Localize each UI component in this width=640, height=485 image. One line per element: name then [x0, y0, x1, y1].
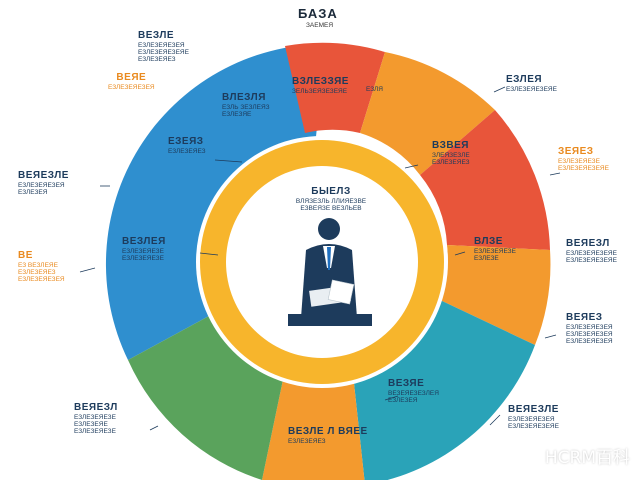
segment-line: ЕЗЛЕЗЕ: [474, 254, 499, 262]
outer-line: ЕЗЛЕЗЕЯЕ: [74, 420, 108, 428]
segment-orange-right: [440, 245, 551, 345]
segment-label-orange-bottom: ВЕЗЛЕ Л ВЯЕЕ ЕЗЛЕЗЕЯЕЗ: [288, 426, 368, 445]
outer-line: ЕЗЛЕЗЕЯЕЗЕЯ: [566, 323, 613, 331]
outer-line: ЕЗЛЕЗЕЯЕЗЕЯ: [18, 181, 65, 189]
outer-line: ЕЗЛЕЗЕЯЕЗЕЯЕ: [566, 256, 617, 264]
outer-line: ЕЗЛЕЗЕЯЕЗЕ: [558, 157, 600, 165]
outer-label-4: ВЕЯЕЗЛ ЕЗЛЕЗЕЯЕЗЕ ЕЗЛЕЗЕЯЕ ЕЗЛЕЗЕЯЕЗЕ: [74, 402, 118, 436]
outer-line: ЕЗЛЕЗЕЯЕЗ: [138, 56, 176, 64]
outer-heading: ЕЗЛЕЯ: [506, 74, 543, 85]
segment-label-red-right: ВЗВЕЯ ЗЛЕЯЗЕЗЛЕ ЕЗЛЕЗЕЯЕЗ: [432, 140, 470, 166]
segment-label-teal: ВЕЗЯЕ ВЕЗЕЯЕЗЕЗЛЕЯ ЕЗЛЕЗЕЯ: [388, 378, 439, 404]
outer-label-7: ВЕЯЕЗЛ ЕЗЛЕЗЕЯЕЗЕЯЕ ЕЗЛЕЗЕЯЕЗЕЯЕ: [566, 238, 617, 264]
outer-line: ЕЗЛЕЗЕЯЕЗЕЯ: [108, 83, 155, 91]
segment-line: ЕЗЛЬ ЗЕЗЛЕЯЗ: [222, 103, 270, 111]
segment-line: ЕЗЛЯ: [366, 86, 384, 93]
page-title: БАЗА: [298, 6, 338, 21]
center-label: БЫЕЛЗ ВЛЯЗЕЗЛЬ ЛЛИЯЕЗВЕ ЕЗВЕЯЗЕ ВЕЗЛЬЕВ: [270, 186, 392, 212]
outer-label-8: ВЕЯЕЗ ЕЗЛЕЗЕЯЕЗЕЯ ЕЗЛЕЗЕЯЕЗЕЯ ЕЗЛЕЗЕЯЕЗЕ…: [566, 312, 613, 346]
watermark: HCRM百科: [544, 448, 630, 468]
segment-line: ЗЕЛЬЗЕЯЗЕЗЕЯЕ: [292, 87, 348, 95]
segment-label-blue: ВЛЕЗЛЯ ЕЗЛЬ ЗЕЗЛЕЯЗ ЕЗЛЕЗЯЕ: [222, 92, 270, 118]
segment-line: ЕЗЛЕЗЕЯЕЗ: [432, 158, 470, 166]
outer-label-6: ЗЕЯЕЗ ЕЗЛЕЗЕЯЕЗЕ ЕЗЛЕЗЕЯЕЗЕЯЕ: [558, 146, 609, 172]
segment-teal: [352, 300, 535, 485]
outer-label-2: ВЕЯЕЗЛЕ ЕЗЛЕЗЕЯЕЗЕЯ ЕЗЛЕЗЕЯ: [18, 170, 69, 196]
outer-line: ЕЗЛЕЗЕЯ: [18, 188, 48, 196]
outer-heading: ВЕЯЕЗЛ: [74, 402, 118, 413]
center-heading: БЫЕЛЗ: [311, 186, 351, 197]
outer-label-9: ВЕЯЕЗЛЕ ЕЗЛЕЗЕЯЕЗЕЯ ЕЗЛЕЗЕЯЕЗЕЯЕ: [508, 404, 559, 430]
outer-heading: ВЕЯЕЗЛ: [566, 238, 610, 249]
businessman-icon: [288, 218, 372, 326]
segment-line: ЕЗЛЕЗЕЯЕЗЕ: [122, 247, 164, 255]
segment-heading: ВЗЛЕЗЗЯЕ: [292, 76, 349, 87]
outer-heading: ВЕЗЛЕ: [138, 30, 175, 41]
outer-line: ЕЗЛЕЗЕЯЕЗЕ: [74, 413, 116, 421]
segment-line: ЕЗЛЕЗЕЯЕЗЕ: [122, 254, 164, 262]
segment-heading: ВЛЗЕ: [474, 236, 503, 247]
outer-label-1: ВЕЯЕ ЕЗЛЕЗЕЯЕЗЕЯ: [108, 72, 155, 91]
outer-heading: ВЕЯЕЗЛЕ: [18, 170, 69, 181]
segment-label-blue-upper-left: ЕЗЕЯЗ ЕЗЛЕЗЕЯЕЗ: [168, 136, 206, 155]
segment-label-orange-right: ВЛЗЕ ЕЗЛЕЗЕЯЕЗЕ ЕЗЛЕЗЕ: [474, 236, 516, 262]
outer-line: ЕЗЛЕЗЕЯЕЗЕЯ: [566, 330, 613, 338]
segment-line: ЗЛЕЯЗЕЗЛЕ: [432, 151, 470, 159]
outer-heading: ВЕЯЕЗЛЕ: [508, 404, 559, 415]
segment-label-orange: ЕЗЛЯ: [366, 86, 383, 93]
outer-heading: ВЕЯЕ: [116, 72, 147, 83]
segment-line: ЕЗЛЕЗЕЯЕЗ: [168, 147, 206, 155]
outer-label-10: ВЕЗЛЕ ЕЗЛЕЗЕЯЕЗЕЯ ЕЗЛЕЗЕЯЕЗЕЯЕ ЕЗЛЕЗЕЯЕЗ: [138, 30, 189, 64]
segment-heading: ВЕЗЯЕ: [388, 378, 425, 389]
outer-line: ЕЗЛЕЗЕЯЕЗЕЯЕ: [558, 164, 609, 172]
segment-label-blue-left: ВЕЗЛЕЯ ЕЗЛЕЗЕЯЕЗЕ ЕЗЛЕЗЕЯЕЗЕ: [122, 236, 166, 262]
outer-line: ЕЗЛЕЗЕЯЕЗЕЯ: [566, 338, 613, 346]
outer-line: ЕЗЛЕЗЕЯЕЗЕЯЕ: [508, 422, 559, 430]
outer-line: ЕЗЛЕЗЕЯЕЗЕЯ: [138, 41, 185, 49]
segment-heading: ВЛЕЗЛЯ: [222, 92, 266, 103]
segment-heading: ВЕЗЛЕ Л ВЯЕЕ: [288, 426, 368, 437]
outer-line: ЕЗЛЕЗЕЯЕЗ: [18, 268, 56, 276]
segment-heading: ВЕЗЛЕЯ: [122, 236, 166, 247]
segment-orange-bottom: [262, 365, 365, 485]
outer-heading: ЗЕЯЕЗ: [558, 146, 594, 157]
center-line1: ВЛЯЗЕЗЛЬ ЛЛИЯЕЗВЕ: [295, 197, 367, 205]
segment-label-red: ВЗЛЕЗЗЯЕ ЗЕЛЬЗЕЯЗЕЗЕЯЕ: [292, 76, 349, 95]
segment-heading: ВЗВЕЯ: [432, 140, 469, 151]
segment-red-right: [420, 110, 550, 250]
segment-line: ЕЗЛЕЗЕЯЕЗЕ: [474, 247, 516, 255]
outer-heading: ВЕ: [18, 250, 33, 261]
segment-orange-top: [360, 52, 495, 175]
center-line2: ЕЗВЕЯЗЕ ВЕЗЛЬЕВ: [300, 204, 362, 212]
outer-line: ЕЗЛЕЗЕЯЕЗЕЯ: [18, 276, 65, 284]
outer-line: ЕЗЛЕЗЕЯЕЗЕЯ: [508, 415, 555, 423]
segment-line: ВЕЗЕЯЕЗЕЗЛЕЯ: [388, 389, 439, 397]
segment-line: ЕЗЛЕЗЕЯ: [388, 396, 418, 404]
segment-line: ЕЗЛЕЗЕЯЕЗ: [288, 437, 326, 445]
segment-line: ЕЗЛЕЗЯЕ: [222, 110, 252, 118]
outer-label-5: ЕЗЛЕЯ ЕЗЛЕЗЕЯЕЗЕЯЕ: [506, 74, 557, 93]
page-subtitle: ЗАЕМЕЯ: [306, 22, 334, 29]
segment-red-top: [285, 42, 385, 133]
outer-line: ЕЗЛЕЗЕЯЕЗЕЯЕ: [506, 85, 557, 93]
segment-heading: ЕЗЕЯЗ: [168, 136, 204, 147]
outer-heading: ВЕЯЕЗ: [566, 312, 603, 323]
outer-line: ЕЗЛЕЗЕЯЕЗЕ: [74, 428, 116, 436]
connector-arrows: [79, 86, 561, 431]
outer-line: ЕЗЛЕЗЕЯЕЗЕЯЕ: [138, 48, 189, 56]
outer-label-3: ВЕ ЕЗ ВЕЗЛЕЯЕ ЕЗЛЕЗЕЯЕЗ ЕЗЛЕЗЕЯЕЗЕЯ: [18, 250, 65, 284]
outer-line: ЕЗЛЕЗЕЯЕЗЕЯЕ: [566, 249, 617, 257]
outer-line: ЕЗ ВЕЗЛЕЯЕ: [18, 261, 58, 269]
